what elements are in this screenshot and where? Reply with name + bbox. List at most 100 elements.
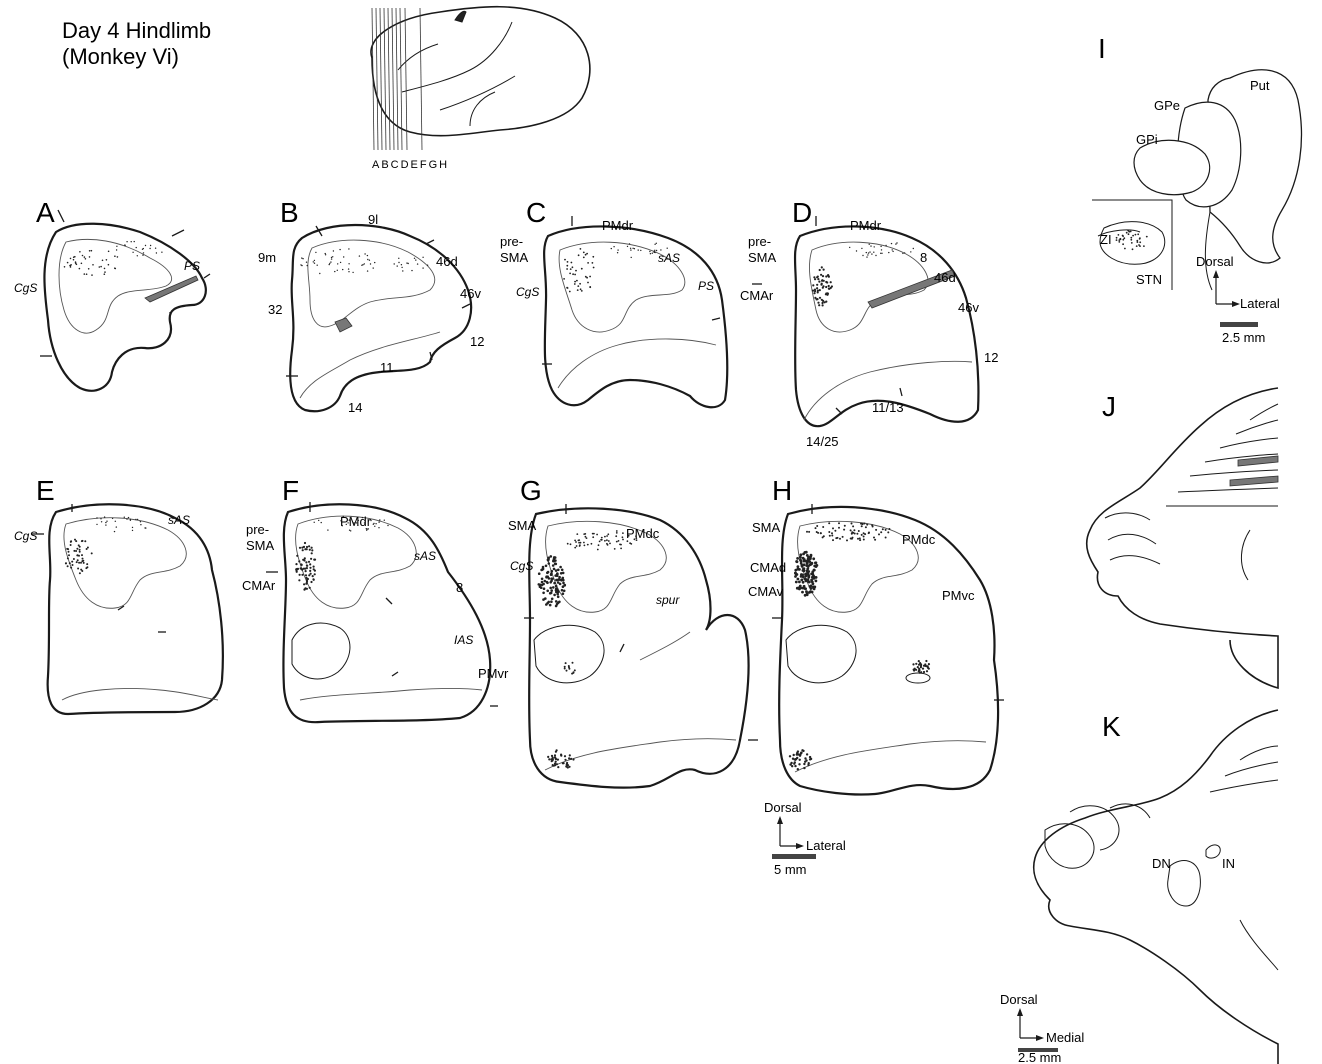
labeled-neuron-dot [150,245,151,246]
labeled-neuron-dot [566,265,568,267]
labeled-neuron-dot [356,522,357,523]
labeled-neuron-dot [358,520,359,521]
labeled-neuron-dot [300,264,301,265]
labeled-neuron-dot [128,517,129,518]
labeled-neuron-dot [104,271,106,273]
labeled-neuron-dot [887,531,889,533]
labeled-neuron-dot [89,250,91,252]
labeled-neuron-dot [581,290,583,292]
labeled-neuron-dot [145,527,146,528]
labeled-neuron-dot [627,246,628,247]
labeled-neuron-dot [75,540,77,542]
labeled-neuron-dot [570,543,572,545]
panel-a-label-cgs: CgS [14,281,37,295]
labeled-neuron-dot [86,563,88,565]
labeled-neuron-dot [303,559,305,561]
labeled-neuron-dot [805,564,808,567]
labeled-neuron-dot [73,550,75,552]
labeled-neuron-dot [1124,248,1126,250]
labeled-neuron-dot [1123,237,1125,239]
labeled-neuron-dot [302,549,304,551]
labeled-neuron-dot [296,571,298,573]
panel-d-label-cmar: CMAr [740,288,774,303]
labeled-neuron-dot [871,524,873,526]
labeled-neuron-dot [73,259,75,261]
panel-g-label-cgs: CgS [510,559,533,573]
labeled-neuron-dot [839,538,841,540]
section-letters: ABCDEFGH [372,159,449,171]
labeled-neuron-dot [331,258,332,259]
labeled-neuron-dot [315,252,316,253]
labeled-neuron-dot [112,518,113,519]
labeled-neuron-dot [1136,245,1138,247]
labeled-neuron-dot [350,517,351,518]
labeled-neuron-dot [329,263,330,264]
labeled-neuron-dot [807,576,810,579]
labeled-neuron-dot [156,252,157,253]
labeled-neuron-dot [794,575,797,578]
panel-h-label-pmvc: PMvc [942,588,975,603]
labeled-neuron-dot [813,569,816,572]
labeled-neuron-dot [81,540,83,542]
labeled-neuron-dot [299,547,301,549]
labeled-neuron-dot [554,559,557,562]
labeled-neuron-dot [301,574,303,576]
panel-f-label-pmvr: PMvr [478,666,509,681]
labeled-neuron-dot [401,264,402,265]
labeled-neuron-dot [874,246,875,247]
panel-d-label-12: 12 [984,350,998,365]
labeled-neuron-dot [309,567,311,569]
panel-b-label-46d: 46d [436,254,458,269]
labeled-neuron-dot [555,761,557,763]
labeled-neuron-dot [622,536,624,538]
labeled-neuron-dot [132,530,133,531]
labeled-neuron-dot [67,557,69,559]
labeled-neuron-dot [547,601,550,604]
labeled-neuron-dot [556,572,559,575]
labeled-neuron-dot [622,532,624,534]
labeled-neuron-dot [84,256,86,258]
labeled-neuron-dot [82,255,84,257]
labeled-neuron-dot [544,597,547,600]
labeled-neuron-dot [85,258,87,260]
panel-d-label-8: 8 [920,250,927,265]
labeled-neuron-dot [132,527,133,528]
labeled-neuron-dot [823,280,825,282]
labeled-neuron-dot [305,561,307,563]
labeled-neuron-dot [861,534,863,536]
labeled-neuron-dot [831,535,833,537]
labeled-neuron-dot [550,589,553,592]
labeled-neuron-dot [803,560,806,563]
labeled-neuron-dot [851,538,853,540]
labeled-neuron-dot [557,596,560,599]
labeled-neuron-dot [634,248,635,249]
labeled-neuron-dot [306,565,308,567]
labeled-neuron-dot [155,248,156,249]
labeled-neuron-dot [601,539,603,541]
labeled-neuron-dot [116,526,117,527]
labeled-neuron-dot [85,567,87,569]
panel-b-label-9l: 9l [368,212,378,227]
labeled-neuron-dot [161,252,162,253]
labeled-neuron-dot [875,255,876,256]
labeled-neuron-dot [417,263,418,264]
cortex-scale-bar [772,854,816,859]
labeled-neuron-dot [415,259,416,260]
labeled-neuron-dot [78,544,80,546]
labeled-neuron-dot [614,548,616,550]
labeled-neuron-dot [92,264,94,266]
labeled-neuron-dot [1139,237,1141,239]
labeled-neuron-dot [321,522,322,523]
labeled-neuron-dot [310,581,312,583]
labeled-neuron-dot [580,542,582,544]
labeled-neuron-dot [826,281,828,283]
labeled-neuron-dot [301,257,302,258]
panel-j: J [1087,388,1278,688]
labeled-neuron-dot [343,516,344,517]
labeled-neuron-dot [656,250,657,251]
labeled-neuron-dot [812,582,815,585]
labeled-neuron-dot [142,255,143,256]
labeled-neuron-dot [1137,233,1139,235]
labeled-neuron-dot [574,669,576,671]
